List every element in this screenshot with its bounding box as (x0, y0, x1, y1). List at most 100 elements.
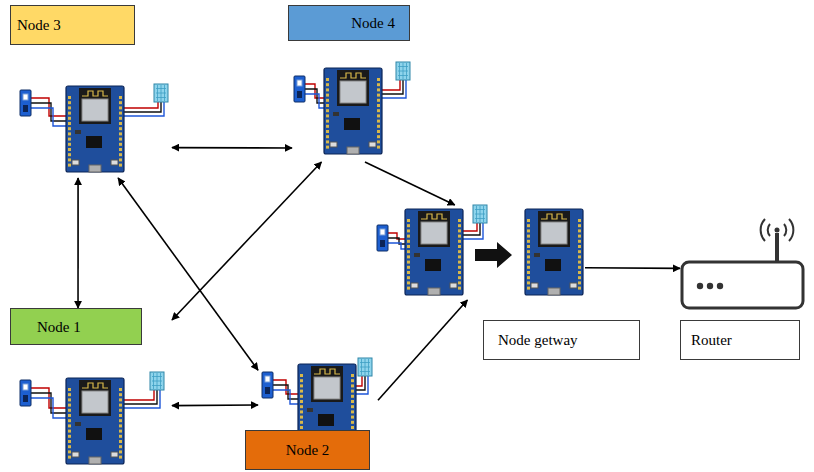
header-pin (377, 135, 380, 138)
header-pin (458, 261, 461, 264)
label-box: Node getway (483, 320, 640, 360)
header-pin (351, 416, 354, 419)
label-box: Node 3 (10, 5, 135, 45)
potentiometer (297, 80, 302, 86)
header-pin (68, 106, 71, 109)
usb-port (548, 288, 560, 295)
header-pin (119, 153, 122, 156)
sensor-wire (31, 98, 66, 116)
rf-shield (314, 377, 340, 399)
header-pin (527, 276, 530, 279)
header-pin (68, 440, 71, 443)
sensor-wire (124, 102, 161, 112)
sensor-grille (399, 63, 400, 79)
sensor-grille (406, 63, 407, 79)
header-pin (119, 419, 122, 422)
header-pin (407, 235, 410, 238)
header-pin (377, 99, 380, 102)
header-pin (119, 456, 122, 459)
header-pin (119, 414, 122, 417)
header-pin (68, 101, 71, 104)
sensor-node: Node 1 (10, 308, 172, 468)
sensor-grille (164, 85, 165, 101)
sensor-module (377, 225, 388, 251)
header-pin (119, 424, 122, 427)
sensor-wire (31, 103, 66, 121)
header-pin (377, 140, 380, 143)
regulator (534, 253, 540, 257)
label-box: Node 1 (10, 308, 142, 345)
sensor-wire (273, 380, 298, 394)
sensor-module (294, 76, 305, 102)
header-pin (119, 96, 122, 99)
header-pin (407, 255, 410, 258)
antenna-tip (775, 228, 780, 233)
usb-chip (86, 428, 102, 440)
header-pin (578, 224, 581, 227)
header-pin (119, 409, 122, 412)
header-pin (578, 276, 581, 279)
header-pin (326, 83, 329, 86)
sensor-chip (23, 395, 28, 402)
link-arrow (585, 267, 680, 269)
dht-sensor (396, 62, 410, 80)
header-pin (527, 281, 530, 284)
header-pin (458, 276, 461, 279)
header-pin (377, 94, 380, 97)
header-pin (119, 106, 122, 109)
header-pin (407, 266, 410, 269)
usb-chip (86, 136, 102, 148)
sensor-chip (265, 387, 270, 394)
sensor-wire (31, 393, 66, 413)
sensor-module (20, 380, 31, 406)
header-pin (377, 78, 380, 81)
header-pin (407, 229, 410, 232)
header-pin (119, 388, 122, 391)
pcb-antenna (421, 214, 447, 219)
reset-button (531, 283, 538, 288)
header-pin (300, 379, 303, 382)
header-pin (68, 435, 71, 438)
header-pin (578, 250, 581, 253)
esp-module (79, 88, 111, 124)
header-pin (458, 219, 461, 222)
mcu-board (66, 378, 124, 464)
wifi-wave (761, 219, 794, 241)
usb-chip (425, 259, 441, 271)
header-pin (326, 120, 329, 123)
reset-button (330, 142, 337, 147)
header-pin (300, 410, 303, 413)
header-pin (119, 132, 122, 135)
rf-shield (340, 81, 366, 103)
wifi-wave (768, 224, 787, 236)
node-illustration (680, 215, 805, 312)
header-pin (458, 287, 461, 290)
sensor-wire (273, 385, 298, 399)
label-box: Node 2 (245, 430, 370, 470)
header-pin (351, 384, 354, 387)
esp-module (538, 211, 570, 247)
sensor-grille (365, 359, 366, 375)
sensor-module (20, 90, 31, 116)
gateway-node: Node getway (375, 205, 585, 300)
header-pin (407, 271, 410, 274)
header-pin (68, 404, 71, 407)
link-arrow (172, 147, 292, 149)
header-pin (407, 224, 410, 227)
flash-button (111, 160, 118, 165)
sensor-wire (31, 398, 66, 418)
header-pin (527, 261, 530, 264)
sensor-wire (31, 108, 66, 126)
header-pin (300, 400, 303, 403)
header-pin (326, 135, 329, 138)
pcb-antenna (314, 369, 340, 374)
header-pin (300, 384, 303, 387)
header-pin (68, 132, 71, 135)
status-light (707, 283, 713, 289)
link-arrow (378, 300, 467, 400)
sensor-grille (157, 373, 158, 389)
header-pin (578, 245, 581, 248)
header-pin (377, 146, 380, 149)
rf-shield (82, 391, 108, 413)
mcu-board (405, 209, 463, 295)
